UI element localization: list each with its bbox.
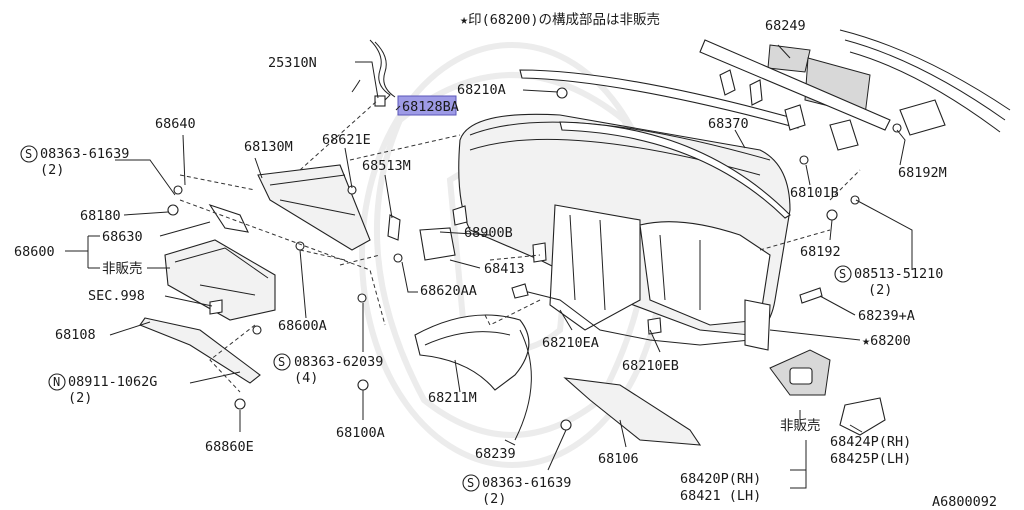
callout-68600[interactable]: 68600	[14, 244, 55, 260]
callout-08363-61639-a-qty: (2)	[40, 162, 64, 178]
bracket-68249[interactable]	[699, 39, 946, 151]
prefix-s: S	[839, 267, 846, 281]
callout-68130m[interactable]: 68130M	[244, 139, 293, 155]
side-vent-68420[interactable]	[769, 349, 831, 396]
callout-68425p[interactable]: 68425P(LH)	[830, 451, 911, 467]
trim-molding-68370[interactable]	[559, 121, 791, 219]
callout-68210eb[interactable]: 68210EB	[622, 358, 679, 374]
callout-sec998[interactable]: SEC.998	[88, 288, 145, 304]
callout-68640[interactable]: 68640	[155, 116, 196, 132]
callout-68128ba[interactable]: 68128BA	[402, 99, 459, 115]
callout-08911-1062g[interactable]: 08911-1062G	[68, 374, 157, 390]
callout-68100a[interactable]: 68100A	[336, 425, 385, 441]
callout-08363-61639-a[interactable]: 08363-61639	[40, 146, 129, 162]
lower-cover-68106[interactable]	[563, 377, 702, 446]
callout-08911-1062g-qty: (2)	[68, 390, 92, 406]
callout-08363-62039-qty: (4)	[294, 370, 318, 386]
callout-08513-51210-qty: (2)	[868, 282, 892, 298]
windshield-frame	[839, 29, 1011, 133]
callout-25310n[interactable]: 25310N	[268, 55, 317, 71]
dashed-reference-lines	[179, 99, 861, 393]
callout-68101b[interactable]: 68101B	[790, 185, 839, 201]
lower-panel-68108[interactable]	[139, 317, 261, 384]
cable-68239[interactable]	[514, 329, 532, 441]
glove-box-68130m[interactable]	[257, 164, 371, 251]
highlighted-part-callout-box[interactable]	[397, 95, 457, 116]
callout-68513m[interactable]: 68513M	[362, 158, 411, 174]
prefix-s: S	[278, 355, 285, 369]
callout-68106[interactable]: 68106	[598, 451, 639, 467]
callout-68180[interactable]: 68180	[80, 208, 121, 224]
callout-not-for-sale-a: 非販売	[102, 261, 143, 277]
callout-68420p[interactable]: 68420P(RH)	[680, 471, 761, 487]
callout-08363-62039[interactable]: 08363-62039	[294, 354, 383, 370]
callout-68192m[interactable]: 68192M	[898, 165, 947, 181]
callout-68621e[interactable]: 68621E	[322, 132, 371, 148]
defroster-strip[interactable]	[519, 69, 801, 129]
callout-68192[interactable]: 68192	[800, 244, 841, 260]
callout-68239a[interactable]: 68239+A	[858, 308, 915, 324]
callout-68860e[interactable]: 68860E	[205, 439, 254, 455]
diagram-id: A6800092	[932, 494, 997, 510]
callout-08513-51210[interactable]: 08513-51210	[854, 266, 943, 282]
fasteners[interactable]	[167, 87, 902, 431]
instrument-panel-assembly[interactable]	[458, 113, 791, 351]
callout-68900b[interactable]: 68900B	[464, 225, 513, 241]
callout-68239[interactable]: 68239	[475, 446, 516, 462]
prefix-s-symbol	[834, 265, 852, 283]
callout-68600a[interactable]: 68600A	[278, 318, 327, 334]
callout-68370[interactable]: 68370	[708, 116, 749, 132]
callout-68630[interactable]: 68630	[102, 229, 143, 245]
prefix-s-symbol	[462, 474, 480, 492]
prefix-n: N	[53, 375, 60, 389]
callout-not-for-sale-b: 非販売	[780, 418, 821, 434]
leader-lines	[65, 44, 913, 489]
callout-68210ea[interactable]: 68210EA	[542, 335, 599, 351]
prefix-s: S	[25, 147, 32, 161]
prefix-s: S	[467, 476, 474, 490]
callout-68413[interactable]: 68413	[484, 261, 525, 277]
callout-68108[interactable]: 68108	[55, 327, 96, 343]
callout-68249[interactable]: 68249	[765, 18, 806, 34]
prefix-s-symbol	[20, 145, 38, 163]
sensor-25310n[interactable]	[351, 39, 396, 107]
callout-08363-61639-b[interactable]: 08363-61639	[482, 475, 571, 491]
prefix-n-symbol	[48, 373, 66, 391]
prefix-s-symbol	[273, 353, 291, 371]
header-note: ★印(68200)の構成部品は非販売	[460, 12, 660, 28]
callout-68211m[interactable]: 68211M	[428, 390, 477, 406]
callout-68620aa[interactable]: 68620AA	[420, 283, 477, 299]
meter-hood-68211m[interactable]	[414, 314, 530, 391]
callout-68210a[interactable]: 68210A	[457, 82, 506, 98]
callout-68421[interactable]: 68421 (LH)	[680, 488, 761, 504]
callout-68424p[interactable]: 68424P(RH)	[830, 434, 911, 450]
callout-08363-61639-b-qty: (2)	[482, 491, 506, 507]
glove-box-68600[interactable]	[164, 239, 276, 321]
callout-68200[interactable]: ★68200	[862, 333, 911, 349]
vent-bezel-68424[interactable]	[839, 397, 886, 436]
